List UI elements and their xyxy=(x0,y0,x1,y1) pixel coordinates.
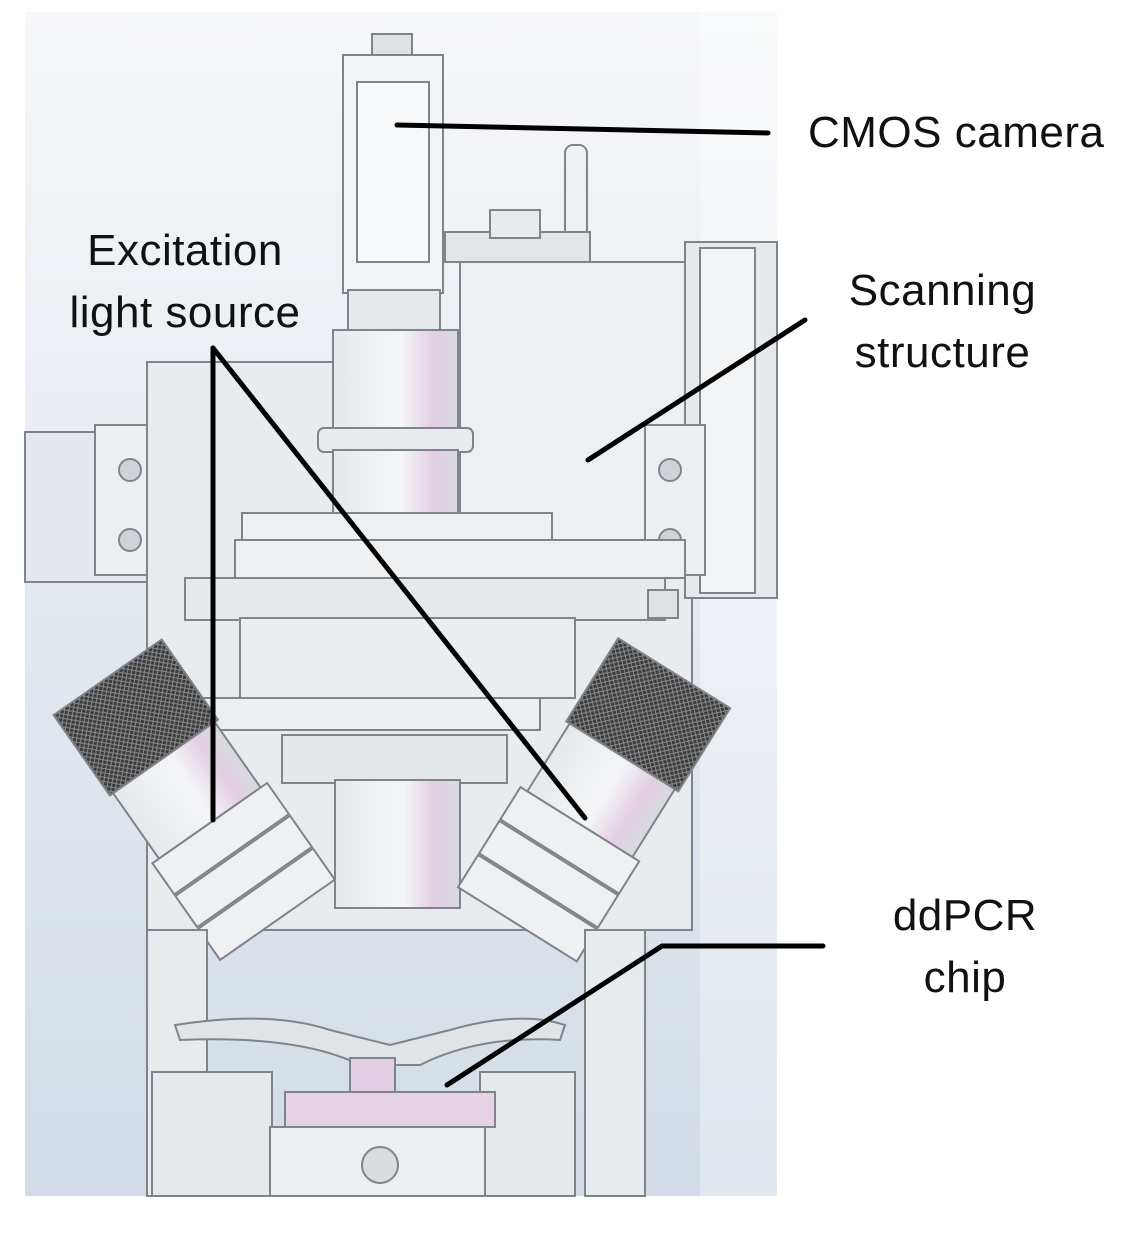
chip-knob xyxy=(361,1146,399,1184)
camera-cap xyxy=(371,33,413,57)
left-light-clamp-2 xyxy=(174,814,314,929)
label-excitation-line-2: light source xyxy=(69,288,301,337)
label-scanning-line-2: structure xyxy=(854,328,1031,377)
tube-collar xyxy=(347,289,441,333)
right-light-source xyxy=(456,636,732,963)
main-stage-plate xyxy=(234,539,686,579)
right-screw-top xyxy=(658,458,682,482)
chip-base-right xyxy=(479,1071,576,1197)
ddpcr-chip-plate xyxy=(284,1091,496,1128)
slide-end-knob xyxy=(647,589,679,619)
leader-ddpcr-chip xyxy=(444,943,826,1088)
label-scanning-line-1: Scanning xyxy=(848,266,1037,315)
leader-scanning-structure xyxy=(585,317,808,463)
label-excitation-line-1: Excitation xyxy=(87,226,283,275)
label-excitation-light-source: Excitation light source xyxy=(40,220,330,344)
left-screw-bottom xyxy=(118,528,142,552)
render-background-right-fade xyxy=(700,12,777,1196)
label-ddpcr-line-2: chip xyxy=(923,953,1007,1002)
left-light-source xyxy=(52,638,337,962)
left-screw-top xyxy=(118,458,142,482)
leader-excitation-right xyxy=(210,345,588,821)
chip-clamp-arms xyxy=(173,1017,567,1066)
scanning-rail-inner xyxy=(699,247,756,594)
label-cmos-camera: CMOS camera xyxy=(808,108,1105,157)
objective-holder xyxy=(281,734,508,784)
objective-lens xyxy=(334,779,461,909)
chip-base-left xyxy=(151,1071,273,1197)
left-light-clamp-1 xyxy=(151,781,291,896)
frame-leg-right xyxy=(584,929,646,1197)
lower-stage-plate xyxy=(189,697,541,731)
upper-stage-plate xyxy=(241,512,553,544)
camera-mount-tab xyxy=(489,209,541,239)
right-light-clamp-1 xyxy=(498,785,641,895)
leader-cmos-camera xyxy=(394,122,771,136)
camera-side-lever xyxy=(564,144,588,241)
right-light-clamp-2 xyxy=(477,819,620,929)
left-light-clamp-3 xyxy=(196,847,337,962)
optical-tube-upper xyxy=(332,329,459,431)
label-scanning-structure: Scanning structure xyxy=(820,260,1065,384)
label-ddpcr-line-1: ddPCR xyxy=(892,891,1038,940)
middle-carriage xyxy=(239,617,576,699)
optical-tube-ring xyxy=(317,427,474,453)
camera-window xyxy=(356,81,430,263)
label-ddpcr-chip: ddPCR chip xyxy=(870,885,1060,1009)
